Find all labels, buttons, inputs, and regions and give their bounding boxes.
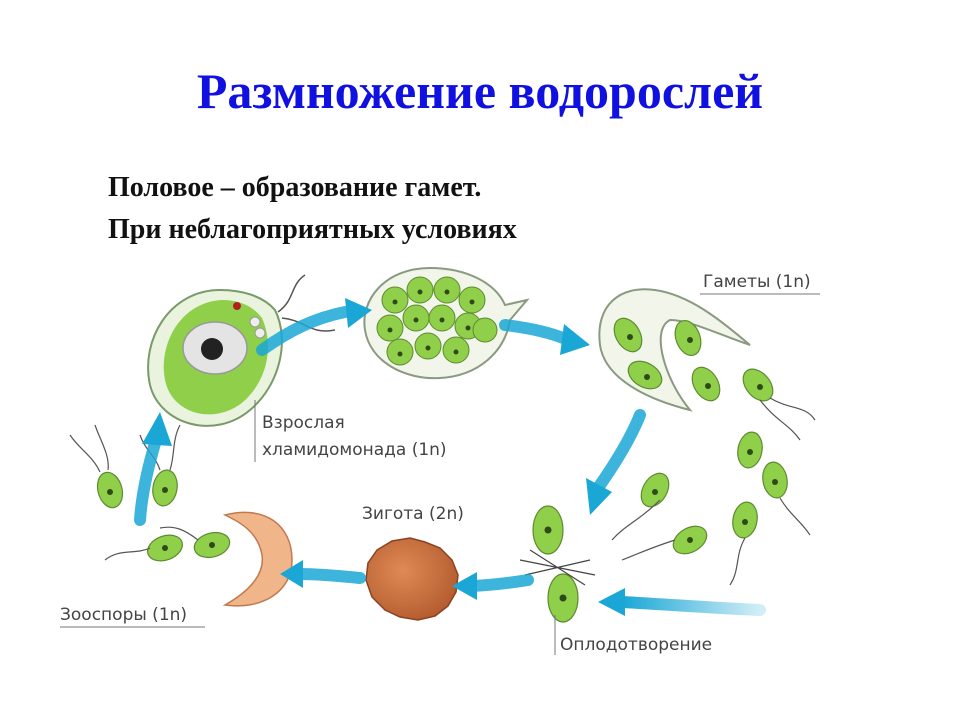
label-fertilization: Оплодотворение <box>560 635 712 655</box>
label-zoospores: Зооспоры (1n) <box>60 605 187 625</box>
label-gametes: Гаметы (1n) <box>703 272 811 292</box>
fertilization-pair <box>519 505 596 623</box>
label-adult-line1: Взрослая <box>262 413 345 433</box>
cycle-arrows <box>134 298 766 616</box>
label-zygote: Зигота (2n) <box>362 504 464 524</box>
slide-title: Размножение водорослей <box>196 63 764 119</box>
sporangium-wall <box>222 511 293 607</box>
text-line-sexual: Половое – образование гамет. <box>108 172 482 203</box>
adult-chlamydomonas <box>147 274 336 427</box>
text-line-conditions: При неблагоприятных условиях <box>108 214 517 245</box>
zygote <box>365 537 459 621</box>
stage-labels: Гаметы (1n) Взрослая хламидомонада (1n) … <box>60 272 820 655</box>
gametangium <box>363 266 530 380</box>
label-adult-line2: хламидомонада (1n) <box>262 440 447 460</box>
